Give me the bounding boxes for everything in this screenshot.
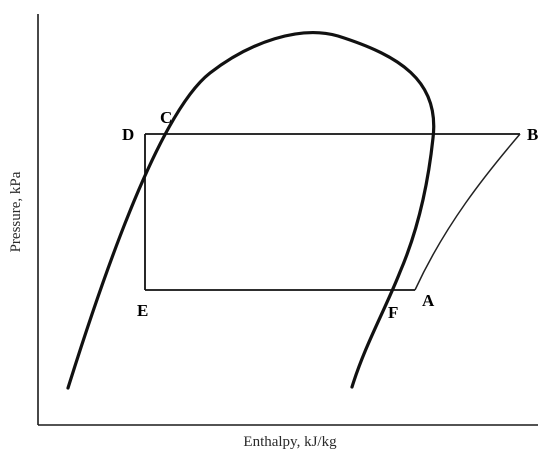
point-label-b: B — [527, 125, 538, 144]
compression-line — [414, 133, 521, 291]
saturation-dome — [66, 31, 436, 390]
point-label-a: A — [422, 291, 435, 310]
point-label-c: C — [160, 108, 172, 127]
point-label-f: F — [388, 303, 398, 322]
point-label-d: D — [122, 125, 134, 144]
y-axis-label: Pressure, kPa — [8, 171, 24, 252]
x-axis-label: Enthalpy, kJ/kg — [243, 434, 337, 450]
point-label-e: E — [137, 301, 148, 320]
